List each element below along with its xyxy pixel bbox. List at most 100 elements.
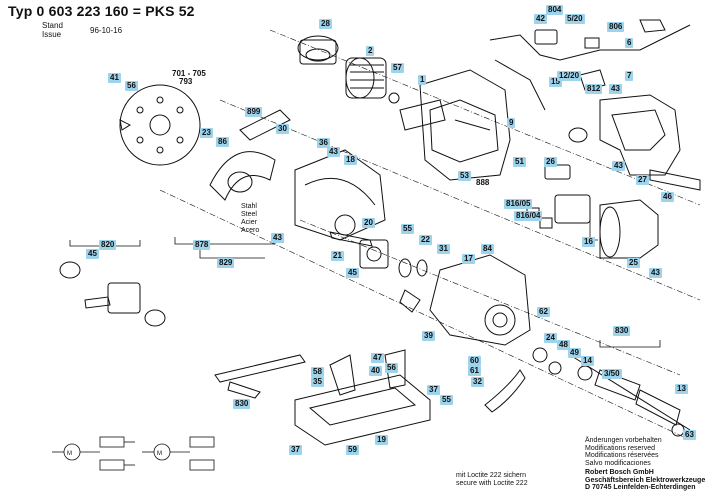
callout-28[interactable]: 28 [319,19,332,29]
riving-knife-part [484,369,526,413]
callout-32[interactable]: 32 [471,377,484,387]
callout-47[interactable]: 47 [371,353,384,363]
issue-date: 96-10-16 [90,26,123,35]
callout-63[interactable]: 63 [683,430,696,440]
page-title: Typ 0 603 223 160 = PKS 52 [8,3,195,19]
callout-43-b[interactable]: 43 [327,147,340,157]
callout-58[interactable]: 58 [311,367,324,377]
callout-41[interactable]: 41 [108,73,121,83]
callout-62[interactable]: 62 [537,307,550,317]
strain-relief-part [579,69,606,91]
stand-label: Stand [42,21,63,30]
callout-3-50[interactable]: 3/50 [602,369,622,379]
callout-899[interactable]: 899 [245,107,263,117]
washer-part [532,347,548,363]
svg-text:M: M [157,451,162,457]
callout-5-20[interactable]: 5/20 [565,14,585,24]
spring-part [399,289,421,313]
callout-31[interactable]: 31 [437,244,450,254]
parallel-guide-part [214,354,306,383]
wiring-schematic [52,436,215,471]
callout-17[interactable]: 17 [462,254,475,264]
callout-30[interactable]: 30 [276,124,289,134]
callout-51[interactable]: 51 [513,157,526,167]
callout-1[interactable]: 1 [418,75,427,85]
spindle-part [329,231,373,247]
callout-45-a[interactable]: 45 [346,268,359,278]
callout-14[interactable]: 14 [581,356,594,366]
callout-812[interactable]: 812 [585,84,603,94]
manufacturer-name: Robert Bosch GmbH [585,469,654,476]
callout-25[interactable]: 25 [627,258,640,268]
callout-48[interactable]: 48 [557,340,570,350]
callout-830[interactable]: 830 [613,326,631,336]
callout-46[interactable]: 46 [661,192,674,202]
callout-37-a[interactable]: 37 [427,385,440,395]
rod-part [649,169,701,191]
callout-43-a[interactable]: 43 [609,84,622,94]
callout-59[interactable]: 59 [346,445,359,455]
callout-84[interactable]: 84 [481,244,494,254]
callout-36[interactable]: 36 [317,138,330,148]
callout-829[interactable]: 829 [217,258,235,268]
callout-24[interactable]: 24 [544,333,557,343]
assembly-line [269,29,701,206]
bearing-block-part [107,282,141,314]
callout-43-e[interactable]: 43 [271,233,284,243]
callout-26[interactable]: 26 [544,157,557,167]
base-plate-part [294,374,431,446]
callout-57[interactable]: 57 [391,63,404,73]
callout-816-04[interactable]: 816/04 [514,211,543,221]
callout-53[interactable]: 53 [458,171,471,181]
lower-guard-part [209,151,276,201]
callout-86[interactable]: 86 [216,137,229,147]
carbon-brush-part [539,217,553,229]
callout-878[interactable]: 878 [193,240,211,250]
callout-793: 793 [179,77,193,86]
callout-37-b[interactable]: 37 [289,445,302,455]
callout-20[interactable]: 20 [362,218,375,228]
callout-9[interactable]: 9 [507,118,516,128]
callout-39[interactable]: 39 [422,331,435,341]
callout-27[interactable]: 27 [636,175,649,185]
callout-43-d[interactable]: 43 [649,268,662,278]
callout-16[interactable]: 16 [582,237,595,247]
callout-56-b[interactable]: 56 [385,363,398,373]
assembly-line [219,99,701,301]
changes-note: Änderungen vorbehalten Modifications res… [585,437,662,467]
callout-45-b[interactable]: 45 [86,249,99,259]
callout-43-c[interactable]: 43 [612,161,625,171]
callout-56[interactable]: 56 [125,81,138,91]
group-bracket [199,250,265,259]
callout-55[interactable]: 55 [401,224,414,234]
callout-18[interactable]: 18 [344,155,357,165]
callout-830-b[interactable]: 830 [233,399,251,409]
flange-part [119,119,132,131]
callout-49[interactable]: 49 [568,348,581,358]
guard-text-fr: Acier [241,219,257,226]
callout-15[interactable]: 15 [549,77,562,87]
callout-40[interactable]: 40 [369,366,382,376]
callout-13[interactable]: 13 [675,384,688,394]
parallel-guide-part [227,381,261,399]
callout-19[interactable]: 19 [375,435,388,445]
callout-2[interactable]: 2 [366,46,375,56]
callout-42[interactable]: 42 [534,14,547,24]
callout-35[interactable]: 35 [311,377,324,387]
callout-22[interactable]: 22 [419,235,432,245]
callout-60[interactable]: 60 [468,356,481,366]
callout-804[interactable]: 804 [546,5,564,15]
callout-23[interactable]: 23 [200,128,213,138]
callout-7[interactable]: 7 [625,71,634,81]
callout-12-20[interactable]: 12/20 [557,71,582,81]
group-bracket [174,237,276,245]
callout-61[interactable]: 61 [468,366,481,376]
callout-55-b[interactable]: 55 [440,395,453,405]
callout-6[interactable]: 6 [625,38,634,48]
callout-806[interactable]: 806 [607,22,625,32]
callout-21[interactable]: 21 [331,251,344,261]
manufacturer-division: Geschäftsbereich Elektrowerkzeuge [585,476,706,484]
callout-816-05[interactable]: 816/05 [504,199,533,209]
callout-820[interactable]: 820 [99,240,117,250]
